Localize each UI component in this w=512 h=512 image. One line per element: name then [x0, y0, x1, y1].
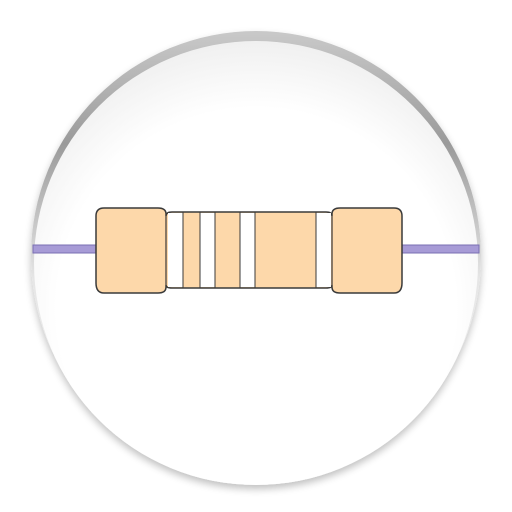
band-outlines: [182, 212, 317, 288]
band-4: [316, 213, 331, 287]
band-2: [200, 213, 215, 287]
right-lead-wire: [400, 244, 480, 254]
resistor-icon: [32, 207, 480, 294]
band-1: [168, 213, 183, 287]
left-lead-wire: [32, 244, 102, 254]
end-cap-edges: [165, 216, 333, 285]
band-3: [240, 213, 255, 287]
